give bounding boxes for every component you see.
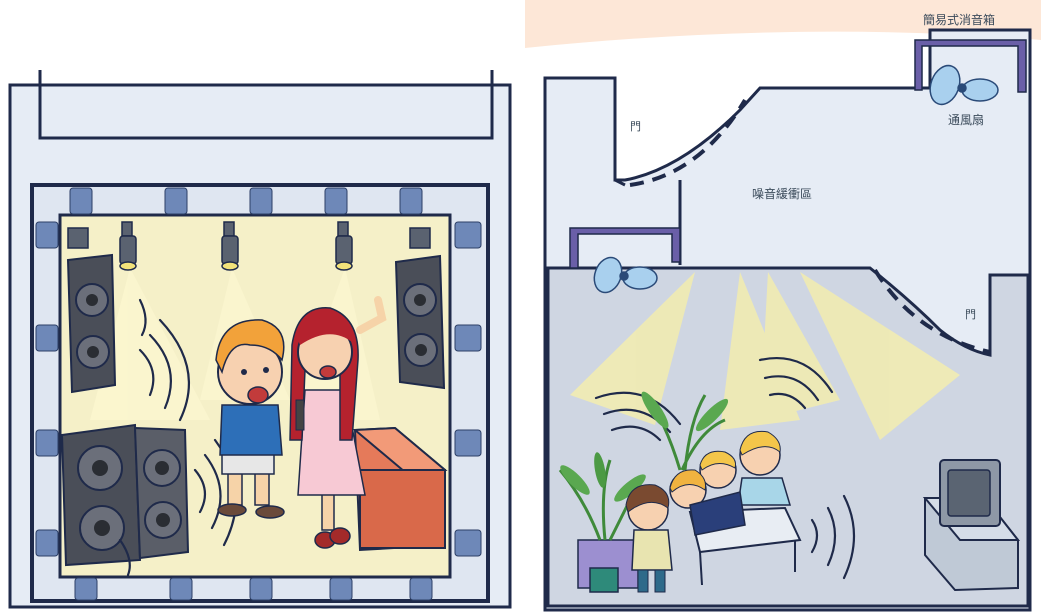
speaker-icon: [396, 256, 444, 388]
noise-buffer-zone-label: 噪音緩衝區: [752, 188, 812, 200]
speaker-icon: [62, 425, 188, 565]
speaker-icon: [68, 255, 115, 392]
muffler-box-label: 簡易式消音箱: [923, 14, 995, 26]
left-panel-soundproof-room: [10, 70, 510, 607]
ventilation-fan-label: 通風扇: [948, 114, 984, 126]
door-label-right: 門: [965, 309, 976, 320]
door-label-top: 門: [630, 121, 641, 132]
right-panel-floor-plan: [525, 0, 1041, 610]
